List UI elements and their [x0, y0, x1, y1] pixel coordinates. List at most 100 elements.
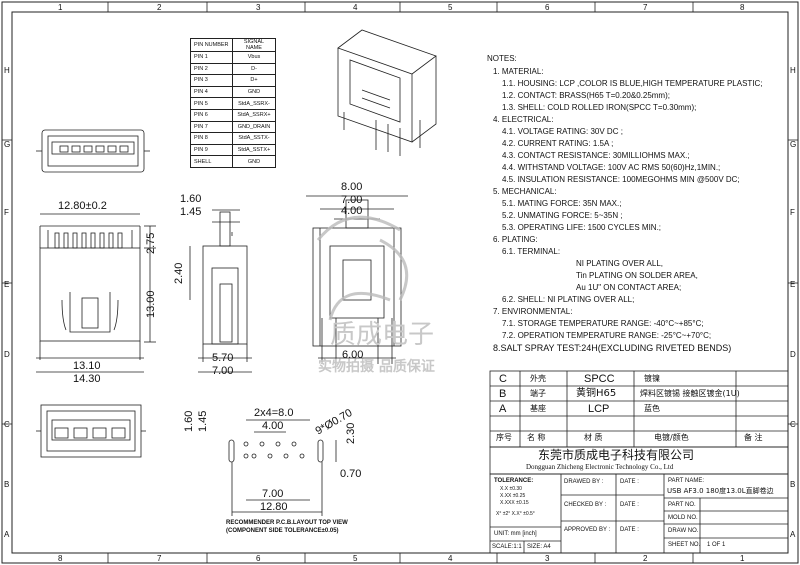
bom-idx-c: C — [499, 373, 507, 385]
bom-header-finish: 电镀/颜色 — [654, 433, 689, 442]
note-line: Tin PLATING ON SOLDER AREA, — [576, 271, 698, 280]
zone-left-c: C — [4, 420, 10, 429]
bom-header-mat: 材 质 — [584, 433, 603, 442]
dim-pcb-1280: 12.80 — [260, 501, 288, 513]
zone-bottom-3: 3 — [545, 554, 550, 563]
pin-cell: PIN 9 — [190, 143, 233, 157]
bom-finish: 镀镍 — [644, 374, 660, 383]
note-line: 4.3. CONTACT RESISTANCE: 30MILLIOHMS MAX… — [502, 151, 690, 160]
pin-cell: PIN 4 — [190, 85, 233, 99]
mold-no-label: MOLD NO. — [668, 515, 698, 521]
dim-pcb-070: 0.70 — [340, 468, 362, 480]
zone-top-3: 3 — [256, 3, 261, 12]
bom-mat: SPCC — [584, 373, 615, 385]
note-line: 5.2. UNMATING FORCE: 5~35N ; — [502, 211, 623, 220]
zone-left-d: D — [4, 350, 10, 359]
dim-pcb-700: 7.00 — [262, 488, 284, 500]
size-label: SIZE: A4 — [527, 544, 551, 550]
bom-mat: LCP — [588, 403, 610, 415]
dim-front-height: 13.00 — [145, 290, 157, 318]
pin-cell: PIN 8 — [190, 132, 233, 145]
drawn-by-label: DRAWED BY : — [564, 479, 604, 485]
pin-cell: StdA_SSRX- — [232, 97, 276, 110]
pin-cell: PIN 5 — [190, 97, 233, 110]
note-line: Au 1U" ON CONTACT AREA; — [576, 283, 682, 292]
tolerance-title: TOLERANCE: — [494, 478, 534, 484]
bom-header-name: 名 称 — [527, 433, 546, 442]
checked-date-label: DATE : — [620, 502, 639, 508]
dim-front-width-2: 14.30 — [73, 373, 101, 385]
note-line: 4.1. VOLTAGE RATING: 30V DC ; — [502, 127, 623, 136]
note-line: 7. ENVIRONMENTAL: — [493, 307, 573, 316]
note-line: 4.4. WITHSTAND VOLTAGE: 100V AC RMS 50(6… — [502, 163, 721, 172]
bom-name: 外壳 — [530, 374, 546, 383]
pin-cell: StdA_SSTX- — [232, 132, 276, 145]
bom-idx-b: B — [499, 388, 507, 400]
bom-name: 端子 — [530, 389, 546, 398]
part-name-label: PART NAME: — [668, 478, 705, 484]
pin-cell: PIN 3 — [190, 74, 233, 87]
part-name-value: USB AF3.0 180度13.0L直脚卷边 — [667, 487, 774, 495]
sheet-no-label: SHEET NO. — [668, 542, 701, 548]
dim-rear-400: 4.00 — [341, 205, 363, 217]
pin-header-signal: SIGNAL NAME — [232, 38, 276, 52]
pin-cell: D+ — [232, 74, 276, 87]
zone-top-5: 5 — [448, 3, 453, 12]
note-line: 8.SALT SPRAY TEST:24H(EXCLUDING RIVETED … — [493, 343, 732, 353]
tolerance-2: X.XX ±0.25 — [500, 493, 526, 499]
bom-idx-a: A — [499, 403, 507, 415]
dim-pcb-2x4: 2x4=8.0 — [254, 407, 294, 419]
note-line: 6.1. TERMINAL: — [502, 247, 561, 256]
pin-cell: PIN 1 — [190, 51, 233, 64]
note-line: 1.2. CONTACT: BRASS(H65 T=0.20&0.25mm); — [502, 91, 670, 100]
bom-finish: 蓝色 — [644, 404, 660, 413]
zone-bottom-1: 1 — [740, 554, 745, 563]
drawn-date-label: DATE : — [620, 479, 639, 485]
dim-side-145: 1.45 — [180, 206, 202, 218]
notes-title: NOTES: — [487, 54, 517, 63]
zone-right-b: B — [790, 480, 796, 489]
zone-left-e: E — [4, 280, 10, 289]
note-line: 1.1. HOUSING: LCP ,COLOR IS BLUE,HIGH TE… — [502, 79, 763, 88]
zone-right-h: H — [790, 66, 796, 75]
zone-left-a: A — [4, 530, 10, 539]
dim-pcb-160: 1.60 — [183, 410, 195, 432]
pin-cell: GND — [232, 155, 276, 168]
zone-left-f: F — [4, 208, 9, 217]
dim-pcb-145: 1.45 — [197, 410, 209, 432]
note-line: 4.5. INSULATION RESISTANCE: 100MEGOHMS M… — [502, 175, 740, 184]
zone-right-a: A — [790, 530, 796, 539]
zone-top-4: 4 — [353, 3, 358, 12]
dim-rear-700: 7.00 — [341, 194, 363, 206]
zone-top-2: 2 — [157, 3, 162, 12]
pin-header-number: PIN NUMBER — [190, 38, 233, 52]
approved-by-label: APPROVED BY : — [564, 527, 611, 533]
dim-front-width-top: 12.80±0.2 — [58, 200, 107, 212]
note-line: 7.2. OPERATION TEMPERATURE RANGE: -25°C~… — [502, 331, 712, 340]
dim-rear-800: 8.00 — [341, 181, 363, 193]
bom-mat: 黄铜H65 — [576, 388, 617, 399]
zone-top-7: 7 — [643, 3, 648, 12]
watermark-brand: 质成电子 — [330, 320, 435, 350]
pin-cell: StdA_SSRX+ — [232, 108, 276, 122]
bom-name: 基座 — [530, 404, 546, 413]
zone-bottom-2: 2 — [643, 554, 648, 563]
zone-left-b: B — [4, 480, 10, 489]
note-line: 6.2. SHELL: NI PLATING OVER ALL; — [502, 295, 635, 304]
zone-top-6: 6 — [545, 3, 550, 12]
dim-pcb-400: 4.00 — [262, 420, 284, 432]
checked-by-label: CHECKED BY : — [564, 502, 607, 508]
dim-front-width-1: 13.10 — [73, 360, 101, 372]
pin-cell: StdA_SSTX+ — [232, 143, 276, 157]
